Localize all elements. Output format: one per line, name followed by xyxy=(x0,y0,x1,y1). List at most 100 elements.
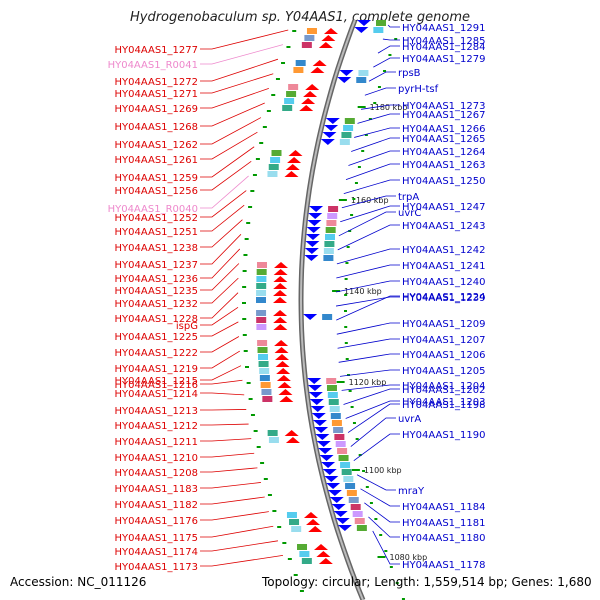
forward-gene-arrow xyxy=(279,396,294,402)
forward-gene-arrow xyxy=(274,347,289,353)
scale-dash xyxy=(293,574,298,576)
scale-dash xyxy=(252,174,257,176)
forward-gene-arrow xyxy=(273,317,288,323)
forward-gene-label: HY04AAS1_1256 xyxy=(115,186,198,197)
forward-gene-label: HY04AAS1_1215 xyxy=(115,376,198,387)
scale-dash xyxy=(354,182,358,184)
reverse-gene-leader xyxy=(340,205,400,223)
reverse-gene-label: HY04AAS1_1204 xyxy=(402,381,485,392)
cog-box xyxy=(256,262,267,268)
cog-box xyxy=(323,248,334,254)
forward-gene-leader xyxy=(200,58,279,82)
forward-gene-leader xyxy=(200,482,261,489)
reverse-gene-label: HY04AAS1_1180 xyxy=(402,533,485,544)
scale-dash xyxy=(272,510,277,512)
cog-box xyxy=(329,406,340,412)
reverse-gene-arrow xyxy=(333,511,348,517)
reverse-gene-leader xyxy=(341,384,400,391)
cog-box xyxy=(344,118,355,124)
reverse-gene-leader xyxy=(336,264,400,279)
forward-gene-arrow xyxy=(310,67,325,73)
cog-box xyxy=(356,77,367,83)
scale-dash xyxy=(255,158,260,160)
reverse-gene-leader xyxy=(336,248,400,265)
scale-dash xyxy=(344,278,348,280)
reverse-gene-arrow xyxy=(337,525,352,531)
reverse-gene-leader xyxy=(341,195,396,209)
scale-dash xyxy=(344,342,348,344)
forward-gene-leader xyxy=(200,392,245,396)
forward-gene-label: HY04AAS1_1271 xyxy=(115,89,198,100)
forward-gene-label: HY04AAS1_1272 xyxy=(115,77,198,88)
reverse-gene-leader xyxy=(356,474,396,491)
reverse-gene-arrow xyxy=(327,490,342,496)
forward-gene-label: HY04AAS1_1268 xyxy=(115,122,198,133)
forward-gene-label: HY04AAS1_1259 xyxy=(115,173,198,184)
reverse-gene-label: HY04AAS1_1190 xyxy=(402,430,485,441)
forward-gene-label: HY04AAS1_1211 xyxy=(115,437,198,448)
reverse-gene-label: HY04AAS1_1239 xyxy=(402,293,485,304)
forward-gene-label: HY04AAS1_1277 xyxy=(115,45,198,56)
forward-gene-arrow xyxy=(284,430,299,436)
forward-gene-arrow xyxy=(312,60,327,66)
scale-dash xyxy=(394,38,398,40)
reverse-gene-arrow xyxy=(306,227,321,233)
forward-gene-leader xyxy=(200,190,247,218)
forward-gene-arrow xyxy=(273,310,288,316)
forward-gene-leader xyxy=(200,204,245,232)
scale-dash xyxy=(401,598,405,600)
cog-box xyxy=(286,512,297,518)
cog-box xyxy=(256,269,267,275)
scale-dash xyxy=(345,358,349,360)
scale-dash xyxy=(388,54,392,56)
reverse-gene-arrow xyxy=(326,483,341,489)
forward-gene-arrow xyxy=(323,28,338,34)
forward-gene-leader xyxy=(200,409,247,411)
reverse-gene-label: mraY xyxy=(398,486,425,497)
cog-box xyxy=(348,497,359,503)
scale-dash xyxy=(266,110,271,112)
reverse-gene-label: HY04AAS1_1243 xyxy=(402,221,485,232)
cog-box xyxy=(256,283,267,289)
forward-gene-label: HY04AAS1_1262 xyxy=(115,140,198,151)
reverse-gene-arrow xyxy=(309,399,324,405)
cog-box xyxy=(257,340,268,346)
cog-box xyxy=(306,28,317,34)
cog-box xyxy=(330,413,341,419)
reverse-gene-label: HY04AAS1_1178 xyxy=(402,560,485,571)
forward-gene-arrow xyxy=(303,91,318,97)
cog-box xyxy=(282,105,293,111)
scale-dash xyxy=(344,326,348,328)
cog-box xyxy=(257,347,268,353)
reverse-gene-arrow xyxy=(322,132,337,138)
reverse-gene-label: HY04AAS1_1206 xyxy=(402,350,485,361)
cog-box xyxy=(376,20,387,26)
forward-gene-leader xyxy=(200,525,274,538)
scale-dash xyxy=(373,102,377,104)
reverse-gene-arrow xyxy=(335,518,350,524)
scale-dash xyxy=(256,446,261,448)
scale-dash xyxy=(374,518,378,520)
reverse-gene-label: HY04AAS1_1181 xyxy=(402,518,485,529)
reverse-gene-leader xyxy=(347,403,400,433)
tick-mark xyxy=(357,106,366,108)
cog-box xyxy=(322,314,333,320)
cog-box xyxy=(335,441,346,447)
reverse-gene-arrow xyxy=(306,234,321,240)
forward-gene-label: HY04AAS1_R0040 xyxy=(108,204,198,215)
cog-box xyxy=(256,317,267,323)
forward-gene-leader xyxy=(200,175,249,209)
scale-dash xyxy=(346,246,350,248)
scale-dash xyxy=(248,206,253,208)
scale-dash xyxy=(362,470,366,472)
cog-box xyxy=(259,375,270,381)
scale-dash xyxy=(242,270,247,272)
cog-box xyxy=(259,368,270,374)
cog-box xyxy=(268,164,279,170)
cog-box xyxy=(289,519,300,525)
forward-gene-leader xyxy=(200,423,249,426)
reverse-gene-arrow xyxy=(354,27,369,33)
cog-box xyxy=(256,310,267,316)
forward-gene-leader xyxy=(200,161,252,191)
reverse-gene-arrow xyxy=(339,70,354,76)
